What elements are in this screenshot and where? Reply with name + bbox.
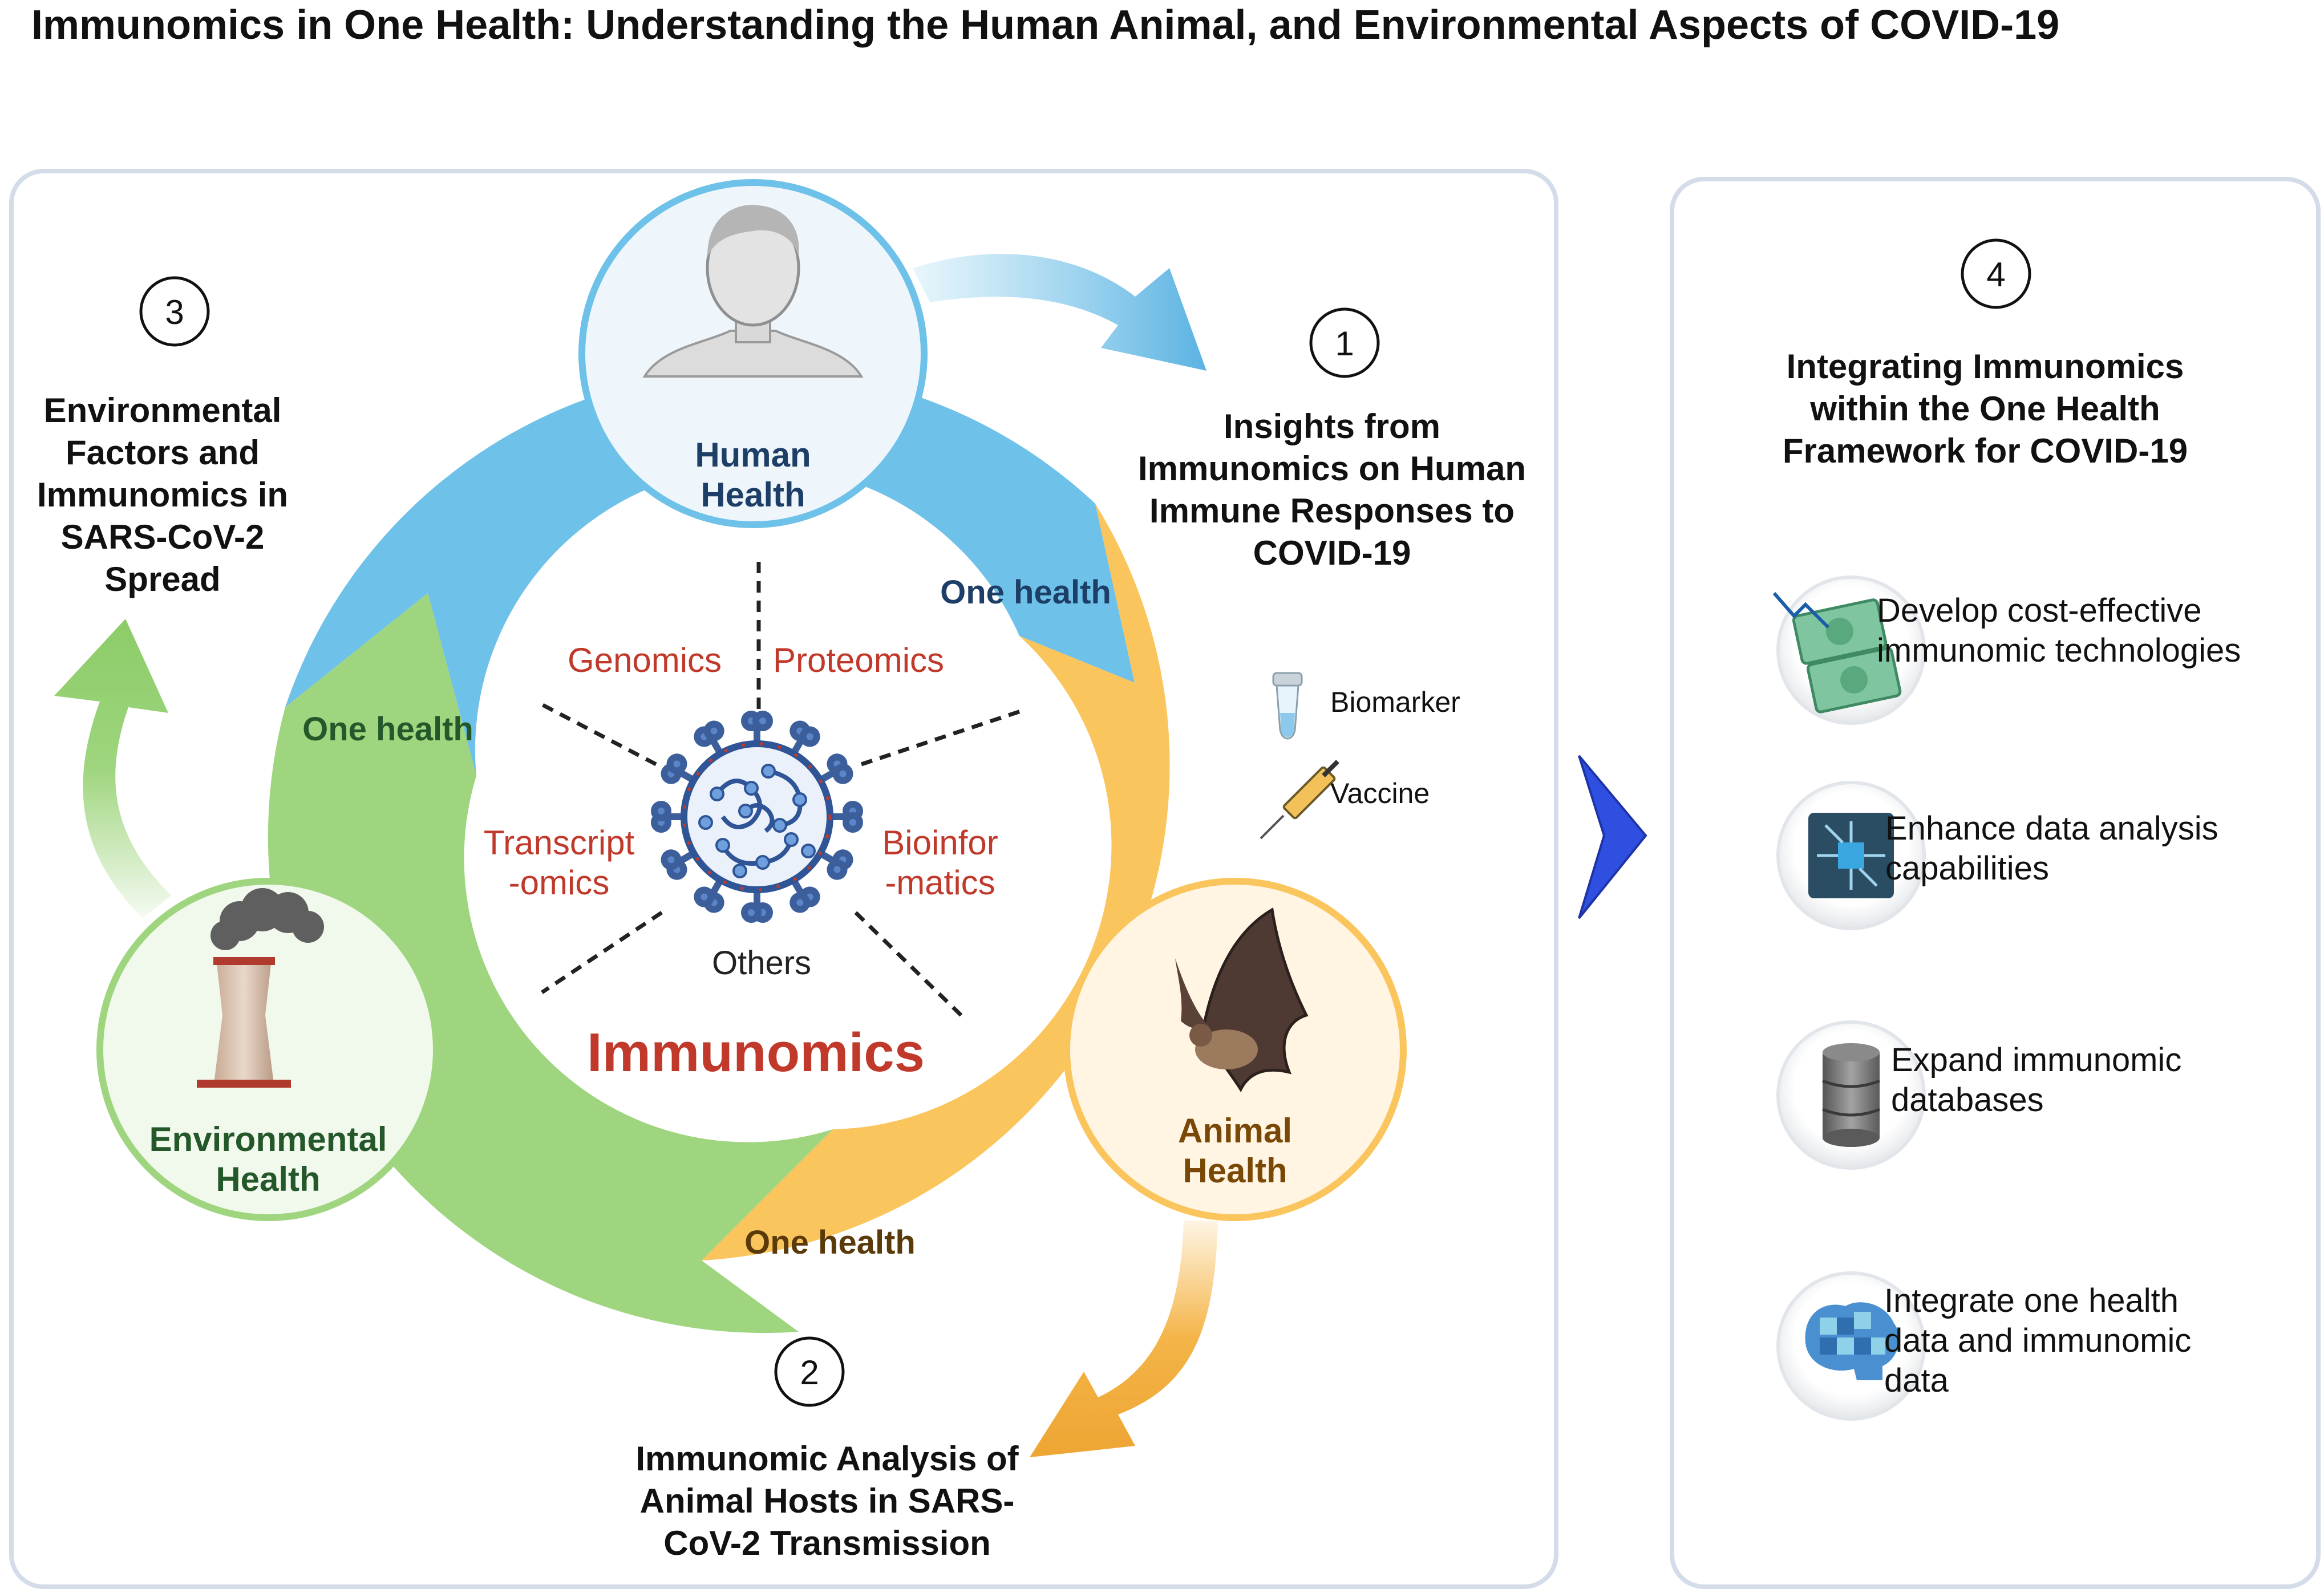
aspect-2-animal-hosts: 2 Immunomic Analysis of Animal Hosts in …: [635, 1336, 1019, 1562]
aspect-3-number-circle: [139, 276, 210, 347]
integration-item-4-line2: data and immunomic: [1884, 1322, 2191, 1359]
money-icon: [1772, 592, 1902, 714]
immunomics-dividers: [535, 562, 1025, 1020]
animal-health-hub: Animal Health: [1063, 878, 1407, 1221]
one-health-label-green: One health: [302, 711, 473, 748]
ring-segment-green: [268, 593, 833, 1333]
aspect-3-line1: Environmental: [44, 391, 282, 429]
integration-item-3-line1: Expand immunomic: [1891, 1041, 2181, 1079]
syringe-icon: [1260, 760, 1339, 840]
bat-icon: [1175, 907, 1309, 1093]
coronavirus-icon: [651, 711, 863, 923]
arrow-human-to-insights: [913, 254, 1206, 371]
vaccine-label: Vaccine: [1330, 777, 1430, 809]
chevron-right-icon: [1578, 755, 1647, 919]
aspect-1-line3: Immune Responses to: [1149, 492, 1515, 530]
field-transcriptomics-line1: Transcript: [484, 824, 635, 862]
integration-item-cost-effective: Develop cost-effective immunomic technol…: [1772, 575, 2241, 725]
aspect-3-line2: Factors and: [66, 433, 260, 472]
aspect-3-number: 3: [165, 293, 184, 331]
human-health-hub: Human Health: [578, 179, 928, 528]
biomarker-tube-icon: [1272, 672, 1303, 740]
aspect-3-environmental-factors: 3 Environmental Factors and Immunomics i…: [37, 276, 288, 598]
one-health-ring: [268, 369, 1170, 1333]
aspect-1-line1: Insights from: [1224, 407, 1440, 445]
integration-title-line2: within the One Health: [1809, 390, 2160, 428]
integration-item-2-line2: capabilities: [1885, 850, 2049, 887]
human-health-line2: Health: [701, 476, 805, 514]
aspect-3-line5: Spread: [104, 560, 220, 598]
field-genomics: Genomics: [568, 641, 722, 679]
aspect-1-number-circle: [1309, 307, 1380, 378]
integration-item-4-line3: data: [1884, 1362, 1949, 1399]
animal-health-line1: Animal: [1178, 1112, 1292, 1150]
one-health-label-orange: One health: [744, 1224, 916, 1261]
environmental-health-line1: Environmental: [149, 1120, 387, 1158]
biomarker-label: Biomarker: [1330, 686, 1460, 718]
arrow-animal-to-analysis: [1030, 1221, 1218, 1457]
field-others: Others: [712, 945, 811, 982]
field-bioinformatics-line1: Bioinfor: [882, 824, 998, 862]
human-figure-icon: [642, 205, 864, 378]
aspect-2-number: 2: [800, 1353, 819, 1392]
integration-item-1-line2: immunomic technologies: [1877, 632, 2241, 669]
integration-title-line1: Integrating Immunomics: [1787, 347, 2184, 386]
aspect-2-line2: Animal Hosts in SARS-: [640, 1482, 1015, 1520]
aspect-2-number-circle: [774, 1336, 845, 1407]
one-health-label-blue: One health: [940, 574, 1111, 611]
aspect-4-number-circle: [1961, 238, 2031, 309]
immunomics-title: Immunomics: [587, 1022, 925, 1083]
aspect-3-line3: Immunomics in: [37, 476, 288, 514]
environmental-health-line2: Health: [216, 1160, 320, 1198]
arrow-environment-to-factors: [54, 619, 171, 918]
aspect-2-line3: CoV-2 Transmission: [663, 1524, 991, 1562]
animal-health-line2: Health: [1183, 1152, 1287, 1190]
human-health-line1: Human: [695, 436, 811, 474]
aspect-4-number: 4: [1986, 256, 2005, 294]
factory-chimney-icon: [197, 888, 324, 1088]
field-transcriptomics-line2: -omics: [509, 864, 610, 902]
integration-item-databases: Expand immunomic databases: [1776, 1020, 2181, 1170]
ring-segment-blue: [285, 369, 1135, 776]
integration-item-4-line1: Integrate one health: [1884, 1282, 2179, 1319]
ring-segment-orange: [702, 504, 1170, 1260]
aspect-4-integration: 4 Integrating Immunomics within the One …: [1783, 238, 2188, 470]
environmental-health-hub: Environmental Health: [96, 878, 440, 1221]
aspect-1-number: 1: [1335, 325, 1354, 363]
integration-title-line3: Framework for COVID-19: [1783, 432, 2188, 470]
integration-item-1-line1: Develop cost-effective: [1877, 592, 2202, 629]
field-proteomics: Proteomics: [773, 641, 944, 679]
brain-puzzle-icon: [1805, 1302, 1900, 1380]
integration-item-data-analysis: Enhance data analysis capabilities: [1776, 781, 2218, 930]
database-icon: [1822, 1043, 1880, 1147]
aspect-2-line1: Immunomic Analysis of: [635, 1440, 1019, 1478]
circuit-board-icon: [1808, 813, 1894, 898]
aspect-1-line4: COVID-19: [1253, 534, 1411, 572]
integration-item-one-health-data: Integrate one health data and immunomic …: [1776, 1271, 2191, 1421]
aspect-3-line4: SARS-CoV-2: [61, 518, 265, 556]
aspect-1-insights: 1 Insights from Immunomics on Human Immu…: [1138, 307, 1526, 572]
field-bioinformatics-line2: -matics: [885, 864, 995, 902]
integration-item-2-line1: Enhance data analysis: [1885, 810, 2218, 847]
figure-title: Immunomics in One Health: Understanding …: [31, 2, 2059, 48]
aspect-1-line2: Immunomics on Human: [1138, 449, 1526, 488]
integration-item-3-line2: databases: [1891, 1081, 2044, 1118]
